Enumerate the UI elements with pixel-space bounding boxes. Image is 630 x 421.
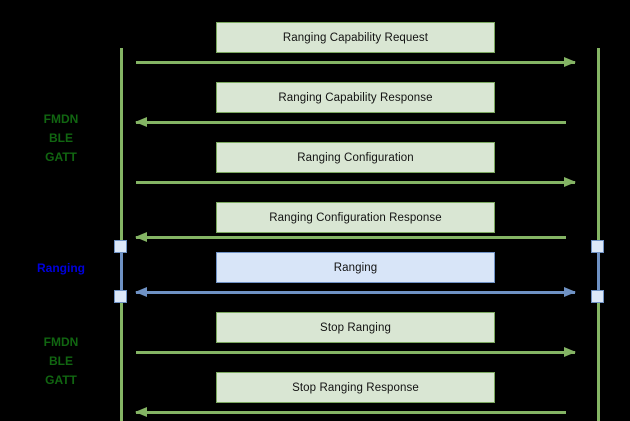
message-arrow-ranging-configuration-response[interactable]	[135, 232, 566, 242]
message-arrow-ranging-capability-request[interactable]	[136, 57, 576, 67]
group-label-line: GATT	[45, 150, 77, 164]
group-label-fmdn-ble-gatt-bottom: FMDN BLE GATT	[15, 333, 107, 390]
message-arrow-stop-ranging[interactable]	[136, 347, 576, 357]
right-lifeline-lower	[597, 298, 600, 421]
right-activation-end-handle[interactable]	[591, 290, 604, 303]
arrow-head-left-icon	[135, 232, 147, 242]
arrow-head-left-icon	[135, 117, 147, 127]
group-label-line: FMDN	[43, 112, 79, 126]
arrow-head-right-icon	[564, 177, 576, 187]
message-box-stop-ranging-response[interactable]: Stop Ranging Response	[216, 372, 495, 403]
arrow-shaft	[136, 236, 566, 239]
group-label-line: GATT	[45, 373, 77, 387]
left-lifeline-lower	[120, 298, 123, 421]
message-box-ranging-capability-request[interactable]: Ranging Capability Request	[216, 22, 495, 53]
right-lifeline-upper	[597, 48, 600, 244]
left-lifeline-upper	[120, 48, 123, 244]
message-box-stop-ranging[interactable]: Stop Ranging	[216, 312, 495, 343]
left-activation-end-handle[interactable]	[114, 290, 127, 303]
message-box-ranging[interactable]: Ranging	[216, 252, 495, 283]
group-label-line: BLE	[49, 354, 73, 368]
arrow-head-right-icon	[564, 347, 576, 357]
arrow-head-right-icon	[564, 287, 576, 297]
arrow-head-right-icon	[564, 57, 576, 67]
group-label-ranging: Ranging	[15, 259, 107, 278]
arrow-shaft	[136, 291, 575, 294]
arrow-shaft	[136, 351, 575, 354]
group-label-line: FMDN	[43, 335, 79, 349]
message-box-ranging-configuration[interactable]: Ranging Configuration	[216, 142, 495, 173]
arrow-shaft	[136, 61, 575, 64]
message-arrow-ranging-configuration[interactable]	[136, 177, 576, 187]
group-label-line: BLE	[49, 131, 73, 145]
arrow-shaft	[136, 121, 566, 124]
arrow-shaft	[136, 411, 566, 414]
message-arrow-ranging-capability-response[interactable]	[135, 117, 566, 127]
group-label-line: Ranging	[37, 261, 85, 275]
message-box-ranging-capability-response[interactable]: Ranging Capability Response	[216, 82, 495, 113]
message-arrow-stop-ranging-response[interactable]	[135, 407, 566, 417]
message-box-ranging-configuration-response[interactable]: Ranging Configuration Response	[216, 202, 495, 233]
message-arrow-ranging-right[interactable]	[136, 287, 576, 297]
left-activation-start-handle[interactable]	[114, 240, 127, 253]
left-activation-bar	[120, 248, 123, 296]
right-activation-start-handle[interactable]	[591, 240, 604, 253]
right-activation-bar	[597, 248, 600, 296]
arrow-head-left-icon	[135, 407, 147, 417]
group-label-fmdn-ble-gatt-top: FMDN BLE GATT	[15, 110, 107, 167]
arrow-shaft	[136, 181, 575, 184]
